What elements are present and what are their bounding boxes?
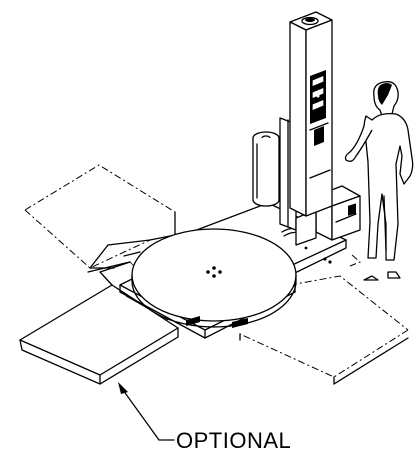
ramp-back-left bbox=[24, 164, 176, 273]
film-roll bbox=[252, 131, 290, 211]
ramp-front-left bbox=[19, 261, 179, 385]
turntable-disc bbox=[131, 228, 297, 328]
optional-callout: OPTIONAL bbox=[118, 382, 291, 453]
operator-figure bbox=[344, 81, 414, 281]
optional-label: OPTIONAL bbox=[176, 428, 291, 453]
mast bbox=[289, 11, 333, 217]
ramp-back-right bbox=[349, 254, 361, 267]
ramp-front-right bbox=[239, 275, 409, 385]
